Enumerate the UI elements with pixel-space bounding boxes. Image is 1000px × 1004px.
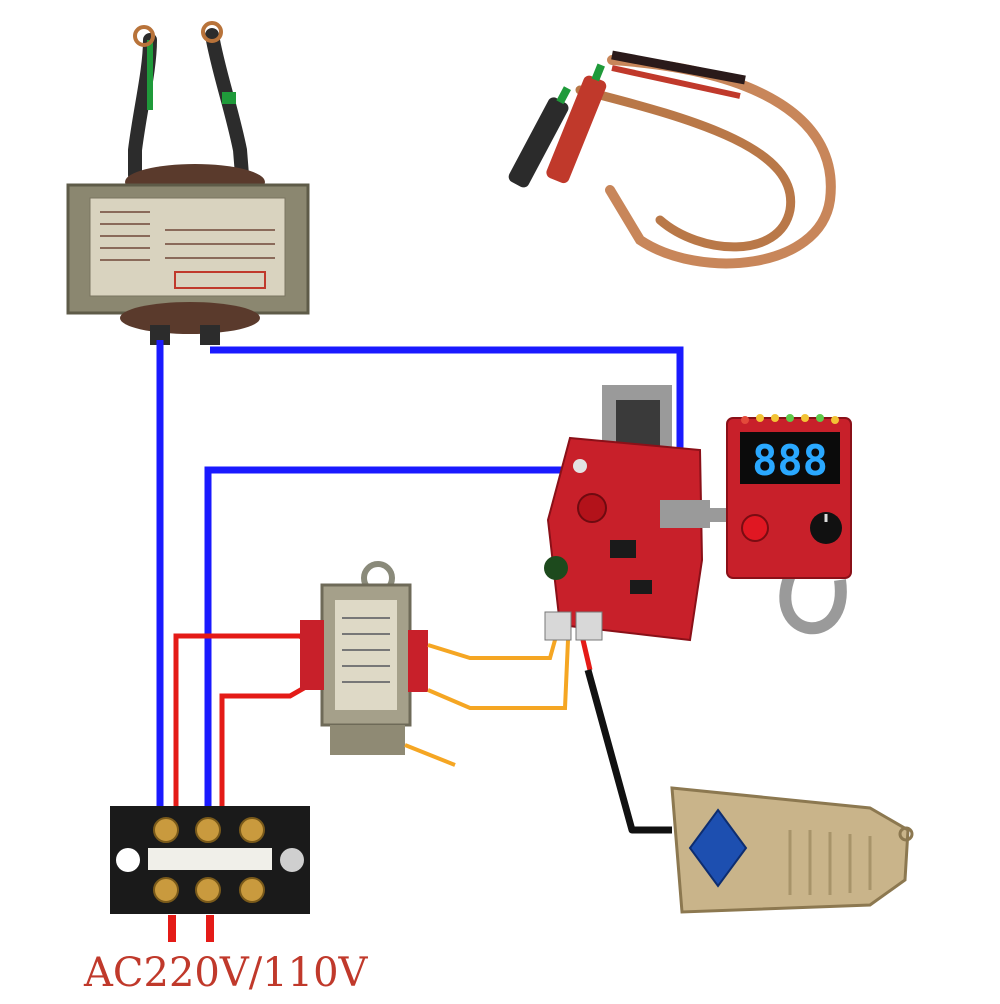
orange-wire-2 — [427, 639, 570, 710]
terminal-pedal — [575, 611, 603, 641]
pedal-logo-diamond — [688, 808, 748, 888]
pedal-hook — [898, 826, 914, 842]
pedal-cable — [584, 669, 672, 834]
indicator-leds — [741, 414, 839, 424]
orange-wire-1 — [427, 639, 557, 660]
pedal-red-lead — [580, 639, 593, 671]
pedal-ridges — [788, 830, 872, 895]
primary-terminal-1 — [150, 325, 170, 345]
display-readout: 888 — [752, 436, 828, 485]
terminal-screws — [153, 817, 265, 903]
coil-bottom — [120, 302, 260, 334]
control-pcb — [546, 436, 704, 642]
primary-coil — [300, 620, 324, 690]
ic-chip — [630, 580, 652, 594]
trigger-button — [741, 514, 769, 542]
mount-hole-left — [116, 848, 140, 872]
pen-sleeve-red — [611, 65, 741, 99]
blue-wire-neutral — [204, 466, 590, 830]
secondary-coil — [408, 630, 428, 692]
adjust-knob — [810, 512, 842, 544]
small-transformer — [300, 561, 428, 755]
pen-right — [546, 63, 607, 184]
foot-pedal-switch — [670, 786, 914, 914]
blue-wire-primary-2 — [210, 346, 684, 470]
small-transformer-label-lines — [342, 617, 390, 683]
danger-box — [174, 271, 266, 289]
capacitor-green — [544, 556, 568, 580]
terminal-label-strip — [148, 848, 272, 870]
ribbon-cable-loop — [779, 572, 847, 635]
lug-ring-left — [133, 25, 155, 47]
relay — [610, 540, 636, 558]
orange-wire-3 — [404, 743, 456, 767]
pen-left — [508, 86, 571, 188]
pcb-mount-hole — [573, 459, 587, 473]
terminal-block — [110, 806, 310, 914]
pen-sleeve-black — [611, 50, 746, 85]
transformer-label-lines — [100, 211, 275, 261]
small-transformer-bracket — [330, 725, 405, 755]
ribbon-connector — [660, 500, 710, 528]
lug-ring-right — [201, 21, 223, 43]
welding-pen-cables — [508, 50, 836, 269]
transformer-lead-right — [205, 28, 249, 182]
terminal-input — [544, 611, 572, 641]
small-transformer-label — [335, 600, 397, 710]
digital-display-module: 888 — [726, 414, 852, 579]
red-wire-1 — [173, 633, 320, 830]
large-transformer — [66, 21, 310, 345]
blue-wires — [156, 340, 684, 830]
spot-welder-control-board — [544, 385, 710, 642]
input-voltage-label: AC220V/110V — [84, 950, 368, 996]
capacitor-red — [577, 493, 607, 523]
primary-terminal-2 — [200, 325, 220, 345]
power-transistor — [616, 400, 660, 450]
seven-segment-display — [740, 432, 840, 484]
pen-cable-inner — [575, 85, 796, 252]
mount-hole-right — [280, 848, 304, 872]
orange-wires — [404, 639, 570, 767]
transformer-lead-tag — [222, 92, 236, 104]
